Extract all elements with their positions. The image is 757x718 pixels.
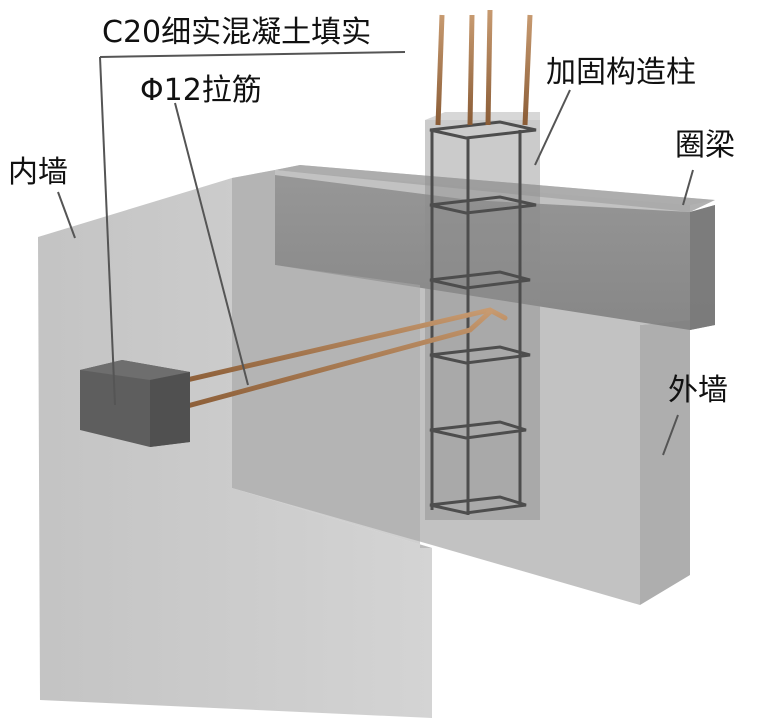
tie-bars [162,307,508,415]
ring-beam [275,165,715,330]
label-tie-bar: Φ12拉筋 [140,73,262,108]
stirrups [429,120,537,515]
inner-wall [38,170,432,718]
longitudinal-rebars [435,9,533,126]
leader-lines [57,51,694,456]
infill-block [80,360,190,447]
label-infill: C20细实混凝土填实 [102,15,371,50]
label-ring-beam: 圈梁 [675,128,735,163]
label-column: 加固构造柱 [546,55,696,90]
label-outer-wall: 外墙 [668,373,728,408]
label-inner-wall: 内墙 [8,155,68,190]
